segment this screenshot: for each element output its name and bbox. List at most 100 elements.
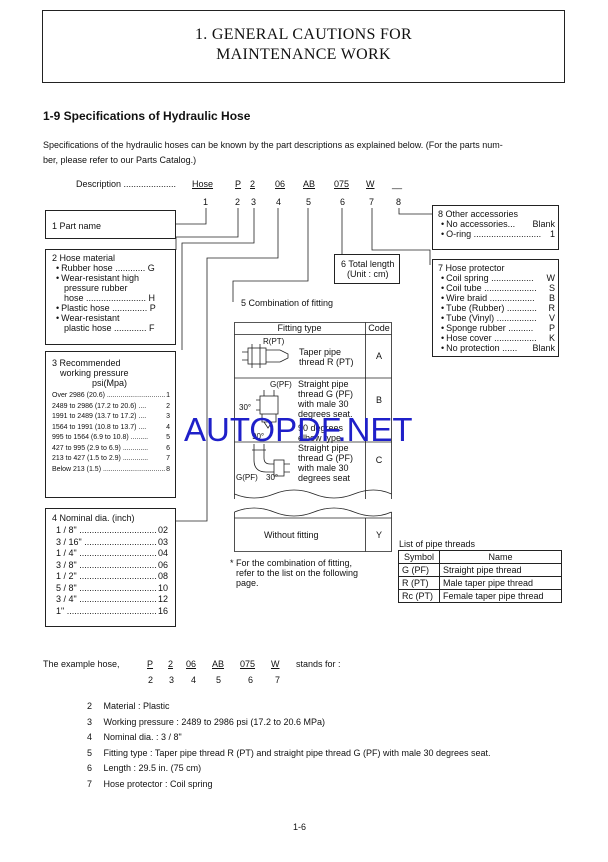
fitting-head-type: Fitting type (277, 323, 322, 333)
watermark: AUTOPDF.NET (184, 411, 413, 448)
part-name-box: 1 Part name (45, 210, 176, 239)
fitting-b-code: B (375, 395, 382, 405)
list-item: 5 / 8" .................................… (56, 582, 168, 593)
list-item: 427 to 995 (2.9 to 6.9) ............. 6 (52, 444, 170, 452)
list-item: 3 Working pressure : 2489 to 2986 psi (1… (87, 716, 325, 727)
description-label: Description ..................... (76, 179, 177, 189)
desc-code-pressure: 2 (250, 179, 256, 189)
working-pressure-box: 3 Recommended working pressure psi(Mpa) … (45, 351, 176, 498)
example-number: 7 (275, 675, 281, 685)
list-item: 2 Material : Plastic (87, 701, 170, 711)
list-item: 7 Hose protector : Coil spring (87, 778, 213, 789)
desc-number: 1 (203, 197, 209, 207)
desc-code-length: 075 (334, 179, 350, 189)
desc-code-hose: Hose (192, 179, 214, 189)
section-title: 1-9 Specifications of Hydraulic Hose (43, 109, 251, 123)
list-item: 5 Fitting type : Taper pipe thread R (PT… (87, 747, 491, 758)
example-code: 075 (240, 659, 256, 669)
fitting-c-code: C (375, 455, 383, 465)
list-item: Over 2986 (20.6) .......................… (52, 392, 170, 399)
table-row: R (PT) Male taper pipe thread (398, 576, 562, 590)
desc-number: 6 (340, 197, 346, 207)
list-item-cont: plastic hose ............. F (64, 323, 155, 333)
desc-code-protector: W (366, 179, 375, 189)
example-lead: The example hose, (43, 659, 120, 669)
desc-number: 5 (306, 197, 312, 207)
list-item: Rubber hose ............ G (56, 263, 175, 273)
pipe-head-symbol: Symbol (398, 550, 440, 564)
page-number: 1-6 (293, 822, 307, 832)
example-code: W (271, 659, 280, 669)
fitting-table-frame (234, 322, 392, 499)
pipe-threads-table: Symbol Name G (PF) Straight pipe thread … (398, 550, 562, 603)
list-item: Sponge rubber .......... P (441, 323, 555, 333)
example-code: 06 (186, 659, 197, 669)
pipe-head-name: Name (439, 550, 562, 564)
fitting-a-code: A (375, 351, 382, 361)
desc-number: 8 (396, 197, 402, 207)
pressure-title: working pressure (60, 368, 129, 378)
list-item: Coil tube ..................... S (441, 283, 555, 293)
list-item: 4 Nominal dia. : 3 / 8" (87, 732, 182, 742)
fitting-a-sketch (242, 344, 289, 368)
desc-code-accessory: __ (392, 179, 403, 189)
fitting-c-angle: 90° (252, 432, 265, 441)
fitting-b-label: G(PF) (270, 380, 292, 389)
fitting-b-angle: 30° (239, 403, 252, 412)
list-item-cont: hose ........................ H (64, 293, 156, 303)
list-item: 1 / 2" .................................… (56, 571, 168, 581)
desc-number: 4 (276, 197, 282, 207)
list-item: 3 / 16" ................................… (56, 536, 168, 547)
list-item: No protection ...... Blank (441, 343, 555, 353)
fitting-c-sketch (252, 444, 290, 477)
list-item: Coil spring ................. W (441, 273, 555, 283)
list-item: O-ring ...........................1 (441, 229, 555, 239)
protector-title: 7 Hose protector (438, 263, 505, 273)
example-number: 3 (169, 675, 175, 685)
fitting-c-text: 90 degrees elbow type. Straight pipe thr… (298, 423, 354, 483)
intro-text: Specifications of the hydraulic hoses ca… (43, 140, 503, 165)
desc-code-fitting: AB (303, 179, 316, 189)
without-fitting-label: Without fitting (264, 530, 319, 540)
list-item: Below 213 (1.5) ........................… (52, 465, 170, 473)
list-item-cont: pressure rubber (64, 283, 128, 293)
desc-number: 3 (251, 197, 257, 207)
nominal-dia-title: 4 Nominal dia. (inch) (52, 513, 135, 523)
other-accessories-box: 8 Other accessories No accessories...Bla… (432, 205, 559, 250)
list-item: 1 / 4" .................................… (56, 548, 168, 558)
list-item: No accessories...Blank (441, 219, 555, 229)
list-item: 213 to 427 (1.5 to 2.9) ............. 7 (52, 455, 170, 462)
example-number: 4 (191, 675, 197, 685)
list-item: Wear-resistant (56, 313, 175, 323)
desc-number: 2 (235, 197, 241, 207)
fitting-c-angle2: 30° (266, 473, 279, 482)
example-tail: stands for : (296, 659, 341, 669)
desc-number: 7 (369, 197, 375, 207)
list-item: Hose cover ................. K (441, 333, 555, 343)
title-box: 1. GENERAL CAUTIONS FOR MAINTENANCE WORK (42, 10, 565, 83)
total-length-box: 6 Total length (Unit : cm) (334, 254, 400, 284)
fitting-a-text: Taper pipe thread R (PT) (299, 347, 354, 367)
example-code: AB (212, 659, 225, 669)
nominal-dia-box: 4 Nominal dia. (inch) 1 / 8" ...........… (45, 508, 176, 627)
list-item: 3 / 4" .................................… (56, 594, 168, 604)
list-item: 995 to 1564 (6.9 to 10.8) ......... 5 (52, 434, 170, 441)
fitting-a-label: R(PT) (263, 337, 285, 346)
fitting-note: * For the combination of fitting, refer … (230, 558, 359, 588)
pipe-threads-caption: List of pipe threads (399, 539, 476, 549)
table-row: G (PF) Straight pipe thread (398, 563, 562, 577)
example-code: P (147, 659, 154, 669)
table-row: Rc (PT) Female taper pipe thread (398, 589, 562, 603)
list-item: Plastic hose .............. P (56, 303, 175, 313)
list-item: 2489 to 2986 (17.2 to 20.6) .... 2 (52, 402, 170, 410)
accessories-title: 8 Other accessories (438, 209, 519, 219)
fitting-head-code: Code (368, 323, 390, 333)
fitting-b-sketch (256, 390, 279, 429)
hose-protector-box: 7 Hose protector Coil spring ...........… (432, 259, 559, 357)
list-item: Wire braid .................. B (441, 293, 555, 303)
page-title: 1. GENERAL CAUTIONS FOR MAINTENANCE WORK (195, 26, 412, 63)
list-item: 3 / 8" .................................… (56, 559, 168, 570)
list-item: 6 Length : 29.5 in. (75 cm) (87, 763, 202, 773)
example-list: 2 Material : Plastic 3 Working pressure … (87, 699, 567, 792)
